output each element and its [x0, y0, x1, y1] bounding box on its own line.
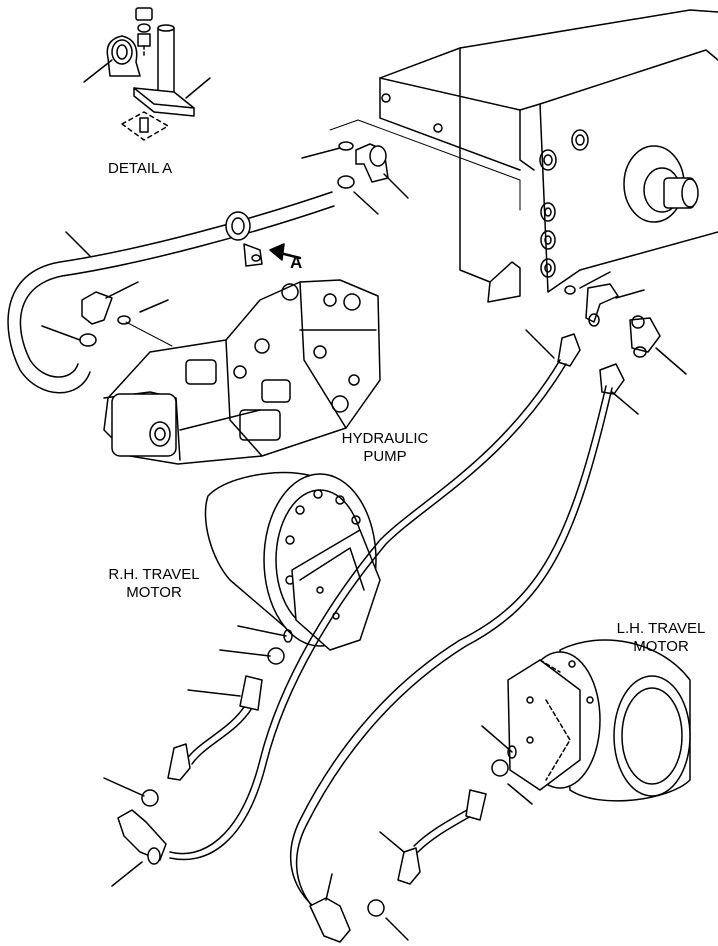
- tank-return-fittings: [525, 271, 687, 415]
- detail-a-drawing: [83, 7, 211, 141]
- arrow-a-label: A: [290, 253, 303, 272]
- lh-motor-label: L.H. TRAVEL MOTOR: [604, 620, 718, 656]
- rh-motor-label-line1: R.H. TRAVEL: [108, 566, 200, 583]
- lh-motor-fittings: [309, 725, 533, 943]
- lh-motor-label-line2: MOTOR: [633, 638, 689, 655]
- rh-motor-label-line2: MOTOR: [126, 584, 182, 601]
- rh-motor-fittings: [103, 625, 293, 887]
- hydraulic-pump-label: HYDRAULIC PUMP: [330, 430, 440, 466]
- hydraulic-tank: [329, 9, 718, 303]
- suction-hose: [7, 191, 335, 394]
- rh-travel-motor: [204, 471, 381, 651]
- lh-travel-motor: [507, 639, 691, 802]
- hydraulic-pump: [41, 279, 381, 465]
- rh-motor-label: R.H. TRAVEL MOTOR: [96, 566, 212, 602]
- hydraulic-pump-label-line1: HYDRAULIC: [341, 430, 429, 447]
- hydraulic-pump-label-line2: PUMP: [363, 448, 407, 465]
- tank-elbow-fitting: [301, 141, 409, 215]
- lh-motor-label-line1: L.H. TRAVEL: [616, 620, 706, 637]
- detail-a-label: DETAIL A: [108, 160, 173, 177]
